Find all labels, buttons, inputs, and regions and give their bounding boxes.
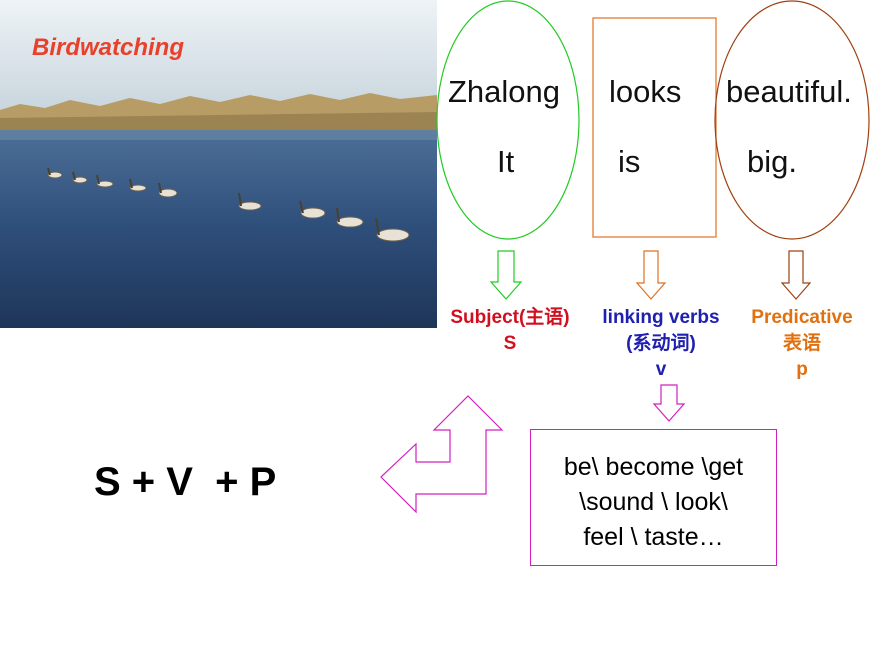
linking-verbs-box (530, 429, 777, 566)
predicative-down-arrow-icon (780, 250, 812, 300)
predicative-word-1: beautiful. (726, 74, 852, 109)
linking-verbs-line2: \sound \ look\ (579, 488, 728, 516)
predicative-word-2: big. (747, 144, 797, 179)
linking-verbs-list: be\ become \get \sound \ look\ feel \ ta… (530, 450, 777, 555)
verb-word-2: is (618, 144, 641, 179)
verb-rectangle (592, 17, 717, 238)
linking-verbs-line1: be\ become \get (563, 453, 744, 481)
verb-label-line3: v (655, 359, 667, 380)
subject-label: Subject(主语) S (440, 305, 580, 357)
formula: S + V + P (94, 460, 277, 504)
predicative-label-line2: 表语 (782, 333, 821, 354)
photo-title: Birdwatching (32, 34, 185, 61)
predicative-label-line3: p (796, 359, 808, 380)
geese (47, 171, 410, 242)
predicative-label: Predicative 表语 p (738, 305, 866, 383)
subject-word-1: Zhalong (448, 74, 561, 109)
verb-down-arrow-icon (635, 250, 667, 300)
predicative-label-line1: Predicative (751, 307, 853, 328)
predicative-ellipse (714, 0, 870, 240)
subject-down-arrow-icon (489, 250, 523, 300)
subject-label-line2: S (503, 333, 517, 354)
verb-word-1: looks (609, 74, 682, 109)
bent-arrow-icon (380, 395, 504, 514)
verb-label: linking verbs (系动词) v (590, 305, 732, 383)
birdwatching-photo (0, 0, 437, 328)
subject-label-line1: Subject(主语) (450, 307, 570, 328)
verbs-down-arrow-icon (652, 384, 686, 422)
verb-label-line2: (系动词) (626, 333, 696, 354)
verb-label-line1: linking verbs (602, 307, 720, 328)
subject-ellipse (436, 0, 580, 240)
linking-verbs-line3: feel \ taste… (583, 523, 724, 551)
subject-word-2: It (497, 144, 515, 179)
